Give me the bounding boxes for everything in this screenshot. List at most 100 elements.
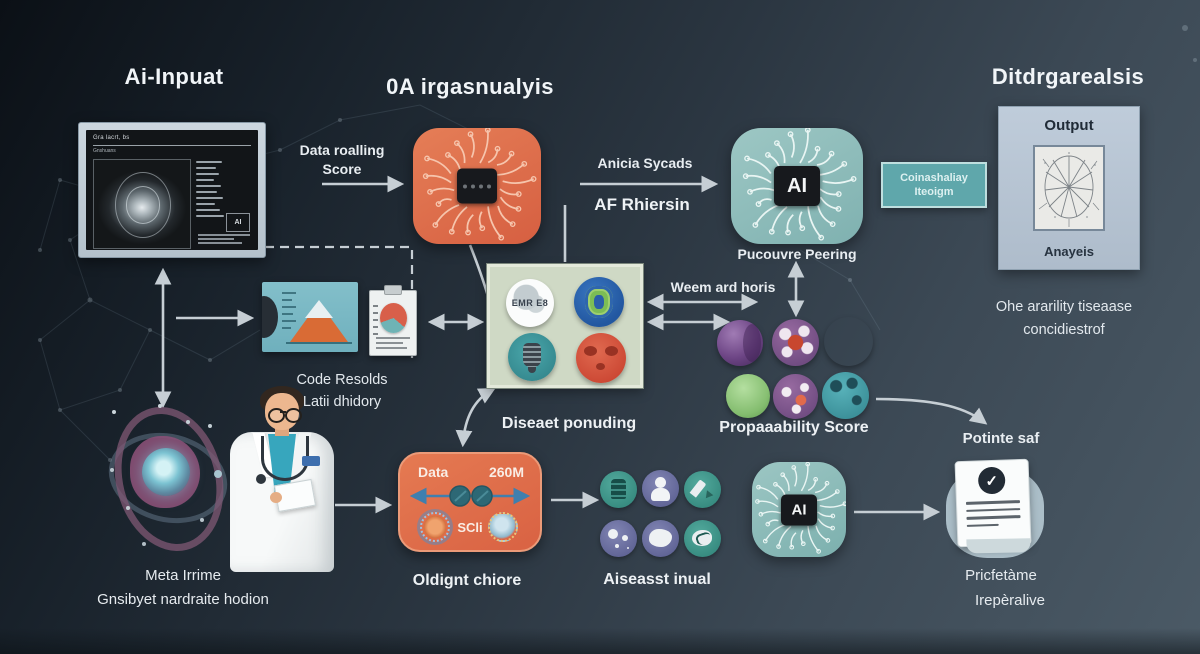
scribble-icon [684,520,721,557]
label-anicia: Anicia Sycads [597,155,693,171]
label-one-line1: Ohe ararility tiseaase [995,299,1133,315]
pyramid-chart-upper [305,300,333,318]
card-notch [262,296,278,338]
label-potinte: Potinte saf [962,430,1040,447]
label-data-rolling-line1: Data roalling [299,142,385,158]
organ-icon [600,471,637,508]
consult-line1: Coinashaliay [900,172,968,184]
label-weem: Weem ard horis [670,279,776,295]
sphere-teal-icon [822,372,869,419]
pencil-icon [684,471,721,508]
monitor-title: Gra lacrt, bs [93,135,130,141]
label-oldignt: Oldignt chiore [412,572,522,589]
sphere-green-icon [726,374,770,418]
circuit-traces [755,462,846,554]
label-ireperalive: Irepèralive [974,592,1046,609]
stethoscope-chestpiece [256,474,266,484]
arrow-score-to-potinte [875,397,988,425]
label-data-rolling: Data roalling Score [300,141,385,179]
blob-icon [642,520,679,557]
label-code-line2: Latii dhidory [302,394,382,410]
emr-badge-text: EMR E8 [511,298,549,308]
label-pucouvre: Pucouvre Peering [737,246,857,262]
ai-chip-core: AI [774,166,820,206]
label-meta-2: Gnsibyet nardraite hodion [97,591,269,608]
consult-line2: Iteoigm [914,186,954,198]
chip-core [457,168,497,204]
label-code-line1: Code Resolds [296,372,388,388]
cell-icon [420,512,450,542]
face-badge-icon [576,333,626,383]
sphere-purple-icon [717,320,763,366]
clipboard-lines [376,337,410,352]
data-range-line [409,485,531,507]
cell-icon [488,512,518,542]
ai-chip-core: AI [781,494,817,525]
results-card [262,282,358,352]
label-probability-score: Propaaability Score [719,419,869,436]
doctor-hand [270,492,282,503]
ai-chip-icon-bottom: AI [752,462,846,557]
check-icon: ✓ [977,466,1006,495]
glasses-icon [285,408,302,423]
scli-label: SCli [457,520,483,535]
heading-input: Ai-Inpuat [124,64,224,89]
circuit-traces [422,128,537,241]
label-data-rolling-line2: Score [322,161,362,177]
doctor-illustration [220,386,344,572]
monitor-ai-badge: AI [226,213,250,232]
data-summary-box: Data 260M SCli [398,452,542,552]
monitor-screen: Gra lacrt, bs Gnshuans AI [86,130,258,250]
sphere-cells-icon [772,319,819,366]
clipboard-ticks [373,305,378,340]
label-one-line2: concidiestrof [1023,322,1105,338]
data-label: Data [418,464,449,480]
doctor-neck [275,426,289,436]
output-sketch [1033,145,1105,231]
emblem-badge-icon [574,277,624,327]
data-amount: 260M [488,464,524,480]
card-axis-ticks [282,292,296,334]
molecule-dots [112,410,116,414]
heading-analysis: 0A irgasnualyis [386,74,554,99]
person-icon [642,470,679,507]
label-pricfetame: Pricfetàme [965,567,1037,584]
output-title: Output [1044,117,1094,134]
molecule-graphic [99,395,239,563]
processing-chip-icon [413,128,541,244]
circuit-traces [742,128,857,241]
ai-chip-icon: AI [731,128,863,244]
label-af-rhiersin: AF Rhiersin [594,195,690,214]
report-lines [965,500,1021,532]
label-meta: Meta Irrime [145,567,221,584]
label-code-resolds: Code Resolds Latii dhidory [296,369,387,413]
label-aiseasst: Aiseasst inual [603,571,711,588]
sphere-red-icon [824,317,873,366]
monitor-subtitle: Gnshuans [93,148,116,154]
label-one-ararility: Ohe ararility tiseaase concidiestrof [996,296,1132,342]
emr-badge-icon: EMR E8 [506,279,554,327]
doctor-badge [302,456,320,466]
consult-box: Coinashaliay Iteoigm [881,162,987,208]
monitor-data-list [196,161,224,221]
disease-panel: EMR E8 [487,264,643,388]
report-document-icon: ✓ [954,458,1032,548]
pyramid-baseline [286,342,352,344]
lantern-badge-icon [508,333,556,381]
monitor-divider [93,145,251,146]
output-caption: Anayeis [1044,244,1094,259]
arrow-panel-databox [455,387,496,448]
molecule-core [142,448,190,496]
clipboard-report [369,285,417,356]
glasses-bridge [280,411,286,413]
output-panel: Output Anayeis [998,106,1140,270]
monitor-footer-bars [198,234,250,246]
fan-sketch-icon [1038,152,1100,227]
dots-icon [600,520,637,557]
pie-chart-icon [380,303,407,333]
scan-monitor: Gra lacrt, bs Gnshuans AI [78,122,266,258]
heading-diagnosis: Ditdrgarealsis [991,64,1145,89]
label-disease-ponding: Diseaet ponuding [501,415,637,432]
sphere-microbe-icon [773,374,818,419]
